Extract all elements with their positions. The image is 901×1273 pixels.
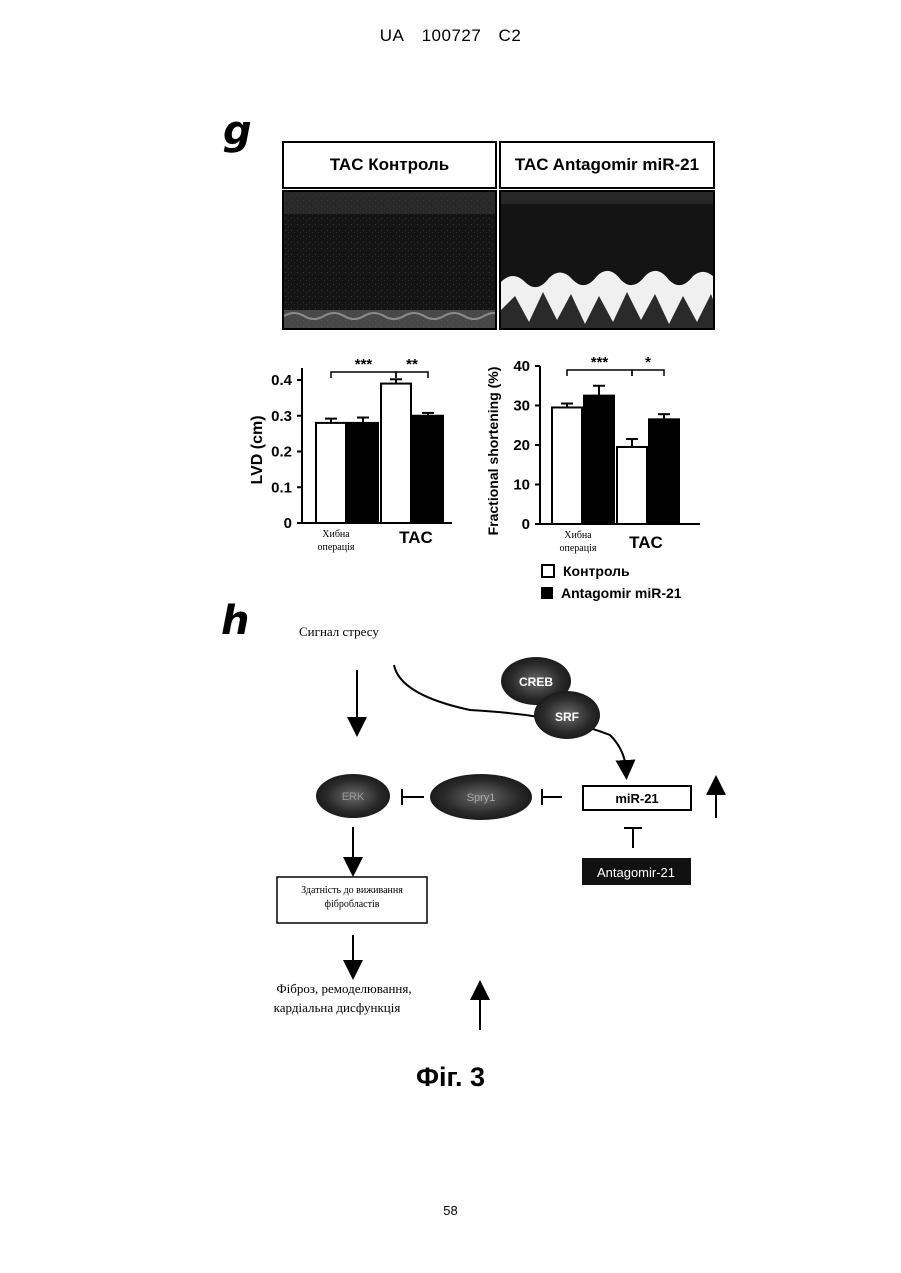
legend-label-control: Контроль — [563, 563, 630, 579]
lvd-sig-label: *** — [355, 356, 373, 373]
mir21-label: miR-21 — [615, 791, 658, 806]
fs-chart: Fractional shortening (%) 010203040 ****… — [478, 346, 710, 558]
fs-bar — [584, 396, 614, 524]
patent-country: UA — [380, 26, 405, 45]
lvd-bars — [316, 379, 443, 523]
patent-kind: C2 — [499, 26, 522, 45]
echo-control-texture — [284, 192, 497, 330]
legend-item-control: Контроль — [541, 560, 682, 582]
lvd-tick-label: 0.2 — [271, 444, 292, 461]
fs-ticks: 0 10 20 30 40 — [513, 358, 540, 533]
lvd-tick-label: 0.1 — [271, 479, 292, 496]
fs-ylabel: Fractional shortening (%) — [485, 367, 501, 536]
fs-tick-label: 0 — [522, 516, 530, 533]
echo-image-control — [282, 190, 497, 330]
lvd-tick-label: 0.4 — [271, 372, 293, 389]
patent-header: UA 100727 C2 — [0, 26, 901, 46]
lvd-ylabel: LVD (cm) — [249, 415, 266, 484]
lvd-sig-label: ** — [406, 356, 418, 373]
lvd-group-sham-line2: операція — [318, 542, 355, 553]
figure-caption: Фіг. 3 — [0, 1062, 901, 1093]
lvd-ticks: 0 0.1 0.2 0.3 0.4 — [271, 372, 302, 532]
echo-left-title: TAC Контроль — [282, 141, 497, 189]
fs-tick-label: 20 — [513, 437, 530, 454]
echo-image-antagomir — [499, 190, 715, 330]
legend-swatch-control — [541, 564, 555, 578]
lvd-group-sham-line1: Хибна — [322, 529, 350, 540]
patent-number: 100727 — [422, 26, 482, 45]
fs-group-sham-line2: операція — [560, 543, 597, 554]
echo-right-title: TAC Antagomir miR-21 — [499, 141, 715, 189]
legend-swatch-antagomir — [541, 587, 553, 599]
lvd-bar — [316, 423, 346, 523]
erk-label: ERK — [342, 791, 365, 803]
lvd-bar — [413, 416, 443, 523]
lvd-bar — [348, 423, 378, 523]
outcome-line1: Фіброз, ремоделювання, — [276, 981, 411, 996]
legend-label-antagomir: Antagomir miR-21 — [561, 585, 682, 601]
lvd-significance: ***** — [331, 356, 428, 378]
antagomir-label: Antagomir-21 — [597, 865, 675, 880]
page-number: 58 — [0, 1203, 901, 1218]
fs-significance: **** — [567, 354, 664, 376]
survival-label-line2: фібробластів — [325, 899, 380, 910]
lvd-bar — [381, 384, 411, 523]
fs-group-tac: TAC — [629, 533, 663, 552]
legend-item-antagomir: Antagomir miR-21 — [541, 582, 682, 604]
fs-tick-label: 30 — [513, 398, 530, 415]
creb-label: CREB — [519, 675, 553, 689]
spry1-label: Spry1 — [467, 792, 496, 804]
outcome-line2: кардіальна дисфункція — [274, 1000, 401, 1015]
stress-signal-label: Сигнал стресу — [299, 624, 379, 639]
fs-tick-label: 10 — [513, 477, 530, 494]
fs-group-sham-line1: Хибна — [564, 530, 592, 541]
fs-sig-label: * — [645, 354, 651, 371]
fs-bar — [552, 407, 582, 524]
pathway-diagram: Сигнал стресу CREB SRF ERK Spry1 miR-21 … — [240, 615, 760, 1055]
survival-label-line1: Здатність до виживання — [301, 885, 403, 896]
fs-bar — [617, 447, 647, 524]
echo-antagomir-texture — [501, 192, 715, 330]
srf-label: SRF — [555, 710, 579, 724]
lvd-tick-label: 0.3 — [271, 408, 292, 425]
fs-bar — [649, 419, 679, 524]
lvd-chart: LVD (cm) 00.10.20.30.4 ***** Хибна опера… — [240, 348, 462, 558]
lvd-tick-label: 0 — [284, 515, 292, 532]
fs-bars — [552, 386, 679, 524]
legend: Контроль Antagomir miR-21 — [541, 560, 682, 604]
panel-g-letter: g — [223, 108, 252, 154]
fs-tick-label: 40 — [513, 358, 530, 375]
lvd-group-tac: TAC — [399, 528, 433, 547]
fs-sig-label: *** — [591, 354, 609, 371]
